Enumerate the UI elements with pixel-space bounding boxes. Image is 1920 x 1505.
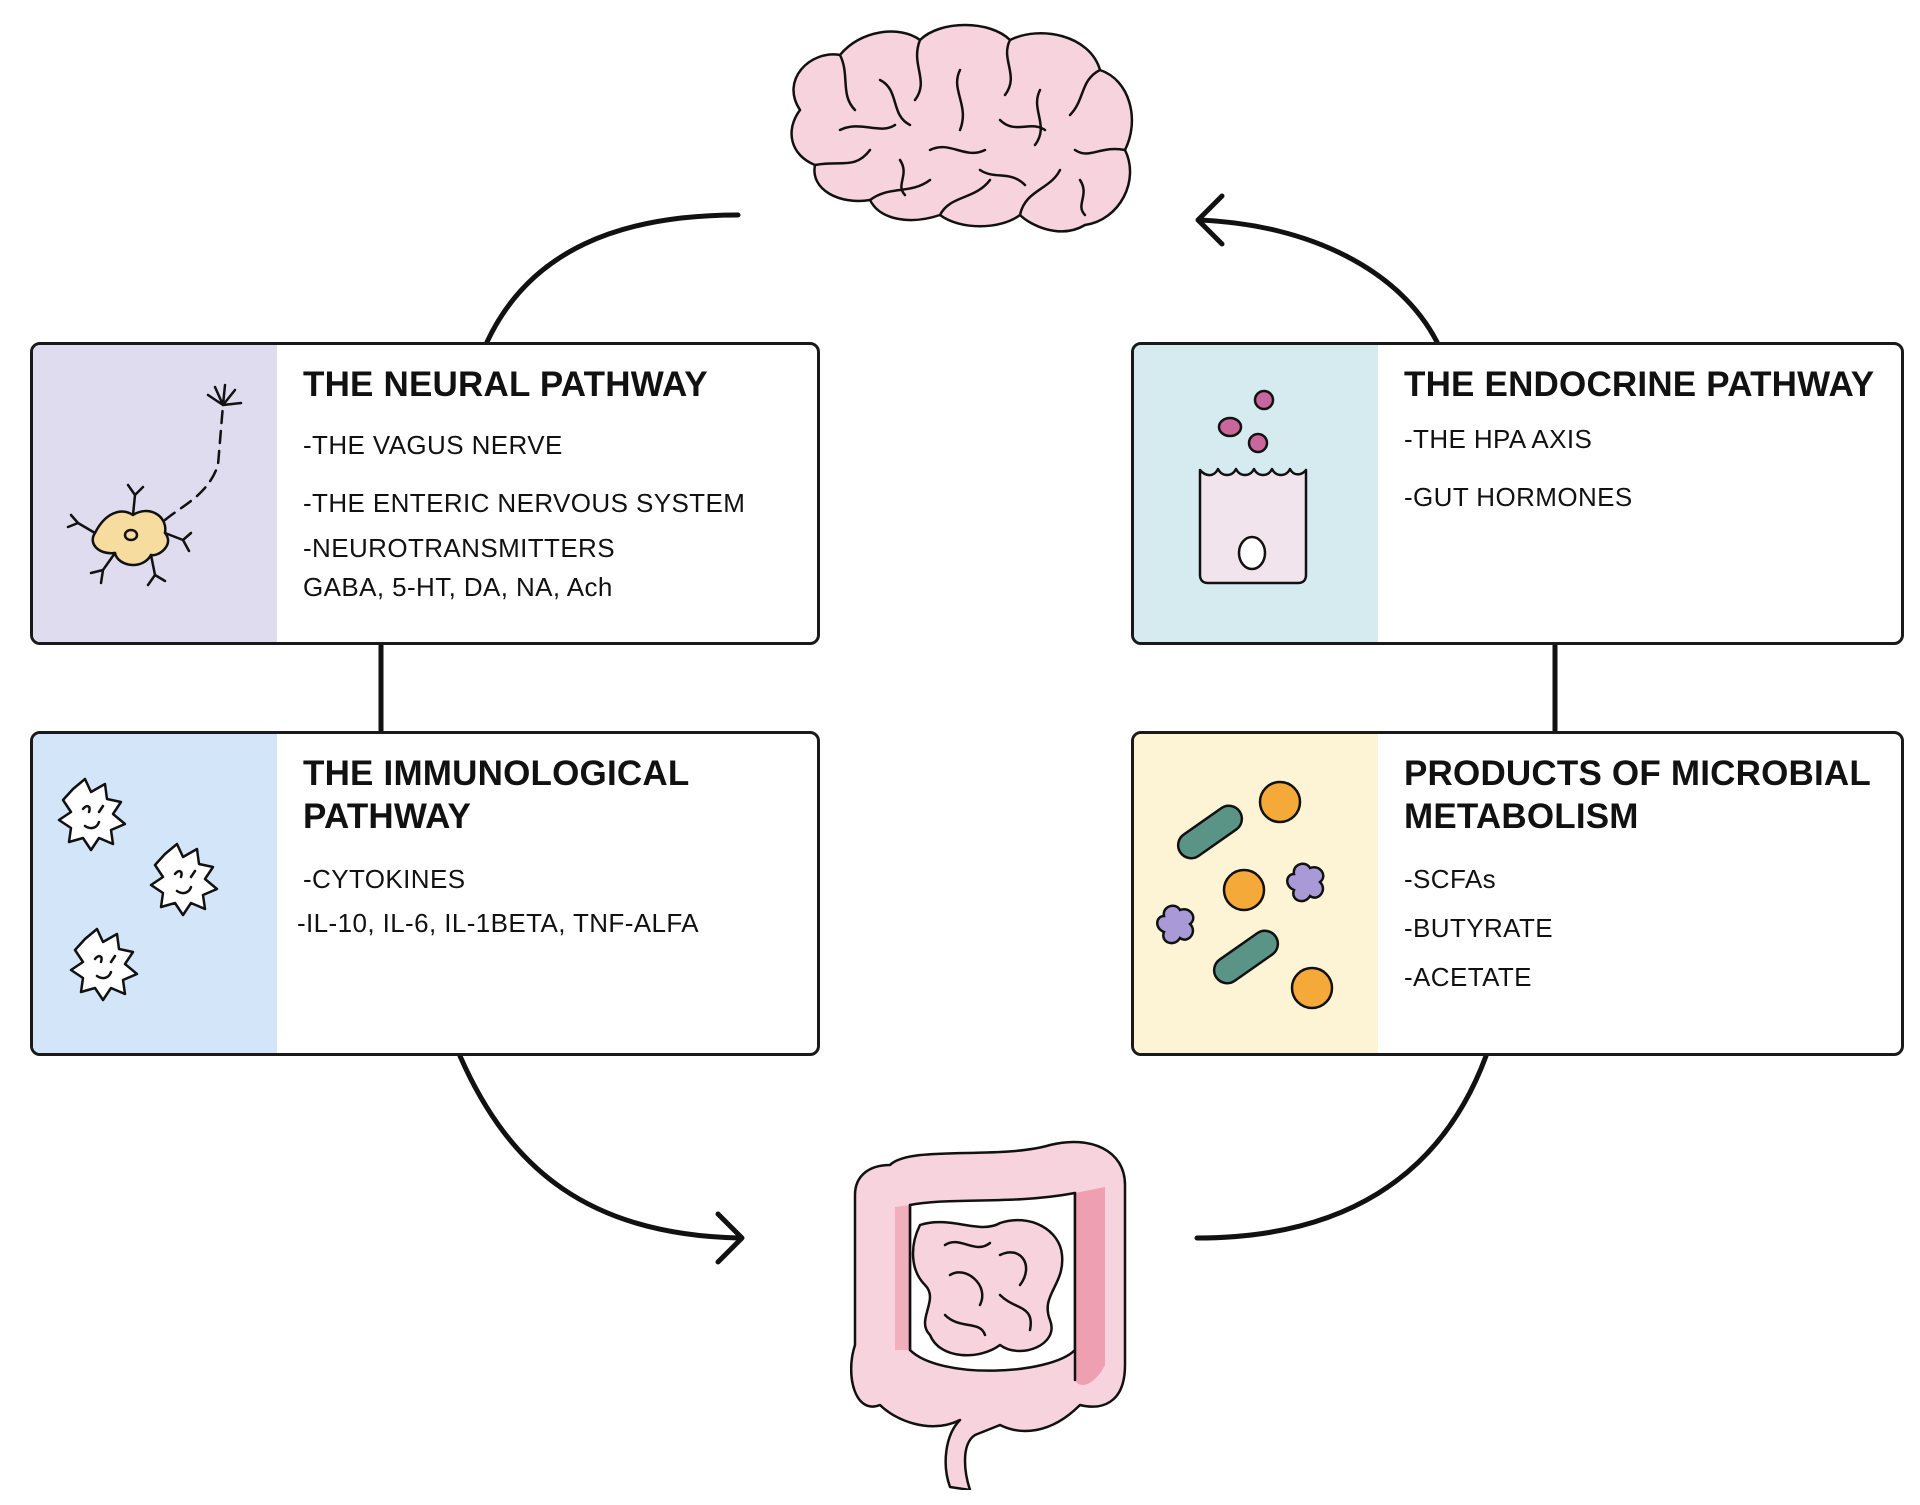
endocrine-cell-icon <box>1198 389 1308 585</box>
neural-title: THE NEURAL PATHWAY <box>303 365 708 404</box>
arc-gut-to-microbial <box>1194 1053 1489 1241</box>
microbial-panel <box>1134 734 1378 1053</box>
neuron-icon <box>66 383 243 587</box>
arrowhead-brain <box>1195 193 1225 247</box>
arc-brain-to-neural <box>484 212 741 345</box>
immuno-item-cytokines: -CYTOKINES <box>303 864 466 894</box>
endocrine-item-hormones: -GUT HORMONES <box>1404 482 1633 512</box>
microbial-item-scfas: -SCFAs <box>1404 864 1496 894</box>
arc-immuno-to-gut <box>457 1053 743 1241</box>
microbial-title: PRODUCTS OF MICROBIAL METABOLISM <box>1404 754 1871 836</box>
microbial-metabolism-card: PRODUCTS OF MICROBIAL METABOLISM -SCFAs … <box>1131 731 1904 1056</box>
arrowhead-gut <box>715 1211 745 1265</box>
neural-item-list: GABA, 5-HT, DA, NA, Ach <box>303 572 613 602</box>
immunological-title: THE IMMUNOLOGICAL PATHWAY <box>303 754 690 836</box>
neural-pathway-card: THE NEURAL PATHWAY -THE VAGUS NERVE -THE… <box>30 342 820 645</box>
endocrine-pathway-card: THE ENDOCRINE PATHWAY -THE HPA AXIS -GUT… <box>1131 342 1904 645</box>
microbial-item-butyrate: -BUTYRATE <box>1404 913 1554 943</box>
endocrine-panel <box>1134 345 1378 642</box>
intestine-icon <box>850 1140 1127 1490</box>
neural-panel <box>33 345 277 642</box>
immunological-pathway-card: THE IMMUNOLOGICAL PATHWAY -CYTOKINES -IL… <box>30 731 820 1056</box>
endocrine-title: THE ENDOCRINE PATHWAY <box>1404 365 1875 404</box>
neural-item-vagus: -THE VAGUS NERVE <box>303 430 563 460</box>
endocrine-item-hpa: -THE HPA AXIS <box>1404 424 1593 454</box>
immuno-panel <box>33 734 277 1053</box>
neural-item-neurotransmitters: -NEUROTRANSMITTERS <box>303 533 615 563</box>
microbe-icon <box>1156 780 1334 1010</box>
arc-endocrine-to-brain <box>1197 217 1440 345</box>
immuno-item-list: -IL-10, IL-6, IL-1BETA, TNF-ALFA <box>297 908 699 938</box>
neural-item-enteric: -THE ENTERIC NERVOUS SYSTEM <box>303 488 746 518</box>
brain-icon <box>790 23 1134 233</box>
immune-cell-icon <box>57 777 219 1002</box>
microbial-item-acetate: -ACETATE <box>1404 962 1532 992</box>
